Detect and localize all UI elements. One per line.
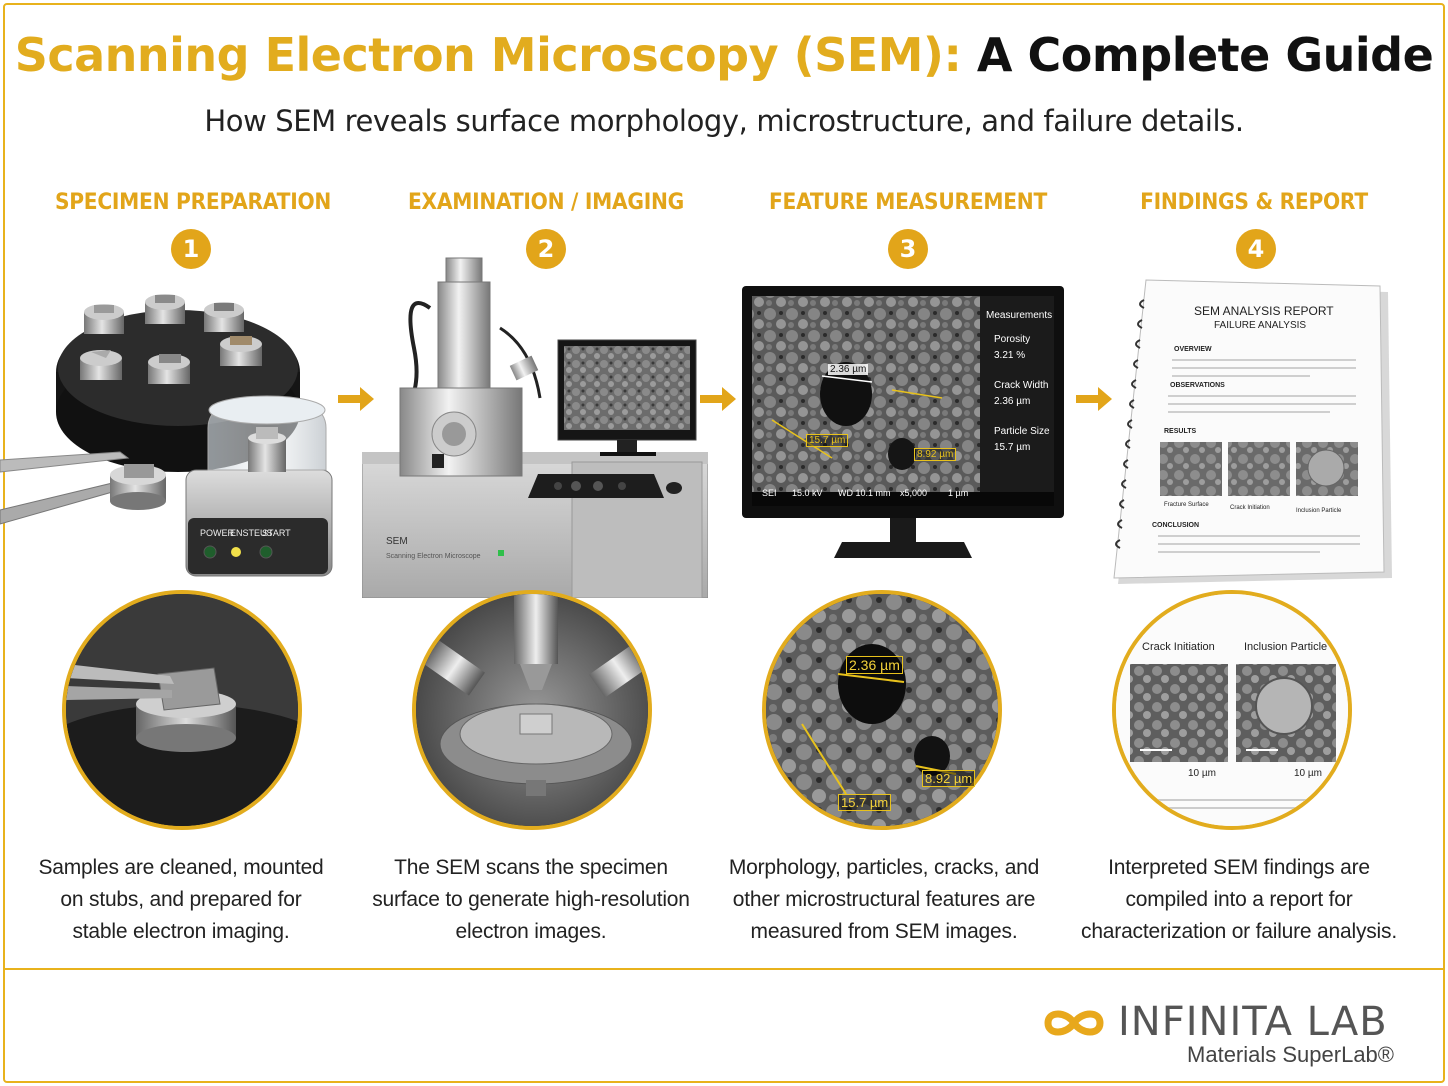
report-subtitle: FAILURE ANALYSIS xyxy=(1214,320,1307,331)
step-number-1: 1 xyxy=(171,229,211,269)
zoom-circle-report xyxy=(1112,590,1352,830)
step-description-2: The SEM scans the specimen surface to ge… xyxy=(372,856,690,943)
zoom-circle-measurement xyxy=(762,590,1002,830)
step-description-4: Interpreted SEM findings are compiled in… xyxy=(1081,856,1397,943)
zoom-report-scale-2: 10 µm xyxy=(1294,768,1322,779)
title-part2: A Complete Guide xyxy=(976,28,1434,82)
indicator-light xyxy=(231,547,241,557)
zoom-measure-label-2: 15.7 µm xyxy=(838,794,892,811)
report-booklet-illustration xyxy=(1113,279,1392,584)
report-title: SEM ANALYSIS REPORT xyxy=(1194,304,1334,318)
step-number-2: 2 xyxy=(526,229,566,269)
sem-machine-label: SEM xyxy=(386,536,408,547)
polisher-brand-label: ENSTEUS xyxy=(230,528,273,538)
footer-divider xyxy=(5,968,1443,970)
measurements-panel-title: Measurements xyxy=(986,310,1053,321)
monitor-annotation-3: 8.92 µm xyxy=(914,448,957,461)
infinita-lab-logo: INFINITA LAB Materials SuperLab® xyxy=(1040,995,1400,1070)
start-button[interactable] xyxy=(259,545,273,559)
status-wd: WD 10.1 mm xyxy=(838,488,891,498)
zoom-measure-label-1: 2.36 µm xyxy=(846,656,903,674)
zoom-circle-specimen xyxy=(62,590,302,830)
polisher-start-label: START xyxy=(262,528,291,538)
step-description-1: Samples are cleaned, mounted on stubs, a… xyxy=(38,856,324,943)
polisher-power-label: POWER xyxy=(200,528,235,538)
measurement-monitor-illustration xyxy=(742,286,1064,558)
monitor-annotation-1: 2.36 µm xyxy=(828,364,869,375)
infinity-logo-icon xyxy=(1044,1010,1104,1036)
zoom-measure-label-3: 8.92 µm xyxy=(922,770,976,787)
logo-tagline: Materials SuperLab® xyxy=(1187,1042,1394,1067)
zoom-report-scale-1: 10 µm xyxy=(1188,768,1216,779)
logo-name: INFINITA LAB xyxy=(1118,999,1388,1045)
report-caption-2: Crack Initiation xyxy=(1230,505,1270,511)
monitor-annotation-2: 15.7 µm xyxy=(806,434,849,447)
arrow-right-icon xyxy=(700,387,736,411)
measure-crack-name: Crack Width xyxy=(994,380,1049,391)
page-title: Scanning Electron Microscopy (SEM): A Co… xyxy=(0,28,1448,82)
measure-crack-value: 2.36 µm xyxy=(994,396,1031,407)
report-section-overview: OVERVIEW xyxy=(1174,346,1212,353)
status-mag: x5,000 xyxy=(900,488,928,498)
measure-porosity-name: Porosity xyxy=(994,334,1031,345)
step-number-4: 4 xyxy=(1236,229,1276,269)
arrow-right-icon xyxy=(1076,387,1112,411)
report-section-results: RESULTS xyxy=(1164,428,1197,435)
page-frame xyxy=(3,3,1445,1083)
measure-particle-value: 15.7 µm xyxy=(994,442,1031,453)
page-subtitle: How SEM reveals surface morphology, micr… xyxy=(204,104,1244,138)
title-part1: Scanning Electron Microscopy (SEM): xyxy=(14,28,962,82)
measure-particle-name: Particle Size xyxy=(994,426,1050,437)
zoom-report-caption-2: Inclusion Particle xyxy=(1244,641,1328,653)
sem-machine-sublabel: Scanning Electron Microscope xyxy=(386,553,481,560)
step-label-3: FEATURE MEASUREMENT xyxy=(769,190,1047,215)
report-caption-1: Fracture Surface xyxy=(1164,502,1209,508)
zoom-report-caption-1: Crack Initiation xyxy=(1142,641,1215,653)
sem-machine-illustration: SEM Scanning Electron Microscope xyxy=(362,257,708,598)
report-section-observations: OBSERVATIONS xyxy=(1170,382,1225,389)
measure-porosity-value: 3.21 % xyxy=(994,350,1026,361)
status-scale: 1 µm xyxy=(948,488,969,498)
power-button[interactable] xyxy=(203,545,217,559)
step-description-3: Morphology, particles, cracks, and other… xyxy=(728,856,1040,943)
status-mode: SEI xyxy=(762,488,777,498)
step-label-4: FINDINGS & REPORT xyxy=(1140,190,1368,215)
report-caption-3: Inclusion Particle xyxy=(1296,508,1342,514)
zoom-circle-chamber xyxy=(412,590,652,830)
step-label-2: EXAMINATION / IMAGING xyxy=(407,190,684,215)
step-number-3: 3 xyxy=(888,229,928,269)
step-label-1: SPECIMEN PREPARATION xyxy=(54,190,332,215)
status-voltage: 15.0 kV xyxy=(792,488,823,498)
arrow-right-icon xyxy=(338,387,374,411)
report-section-conclusion: CONCLUSION xyxy=(1152,522,1200,529)
specimen-prep-illustration: POWER ENSTEUS START xyxy=(0,294,333,577)
